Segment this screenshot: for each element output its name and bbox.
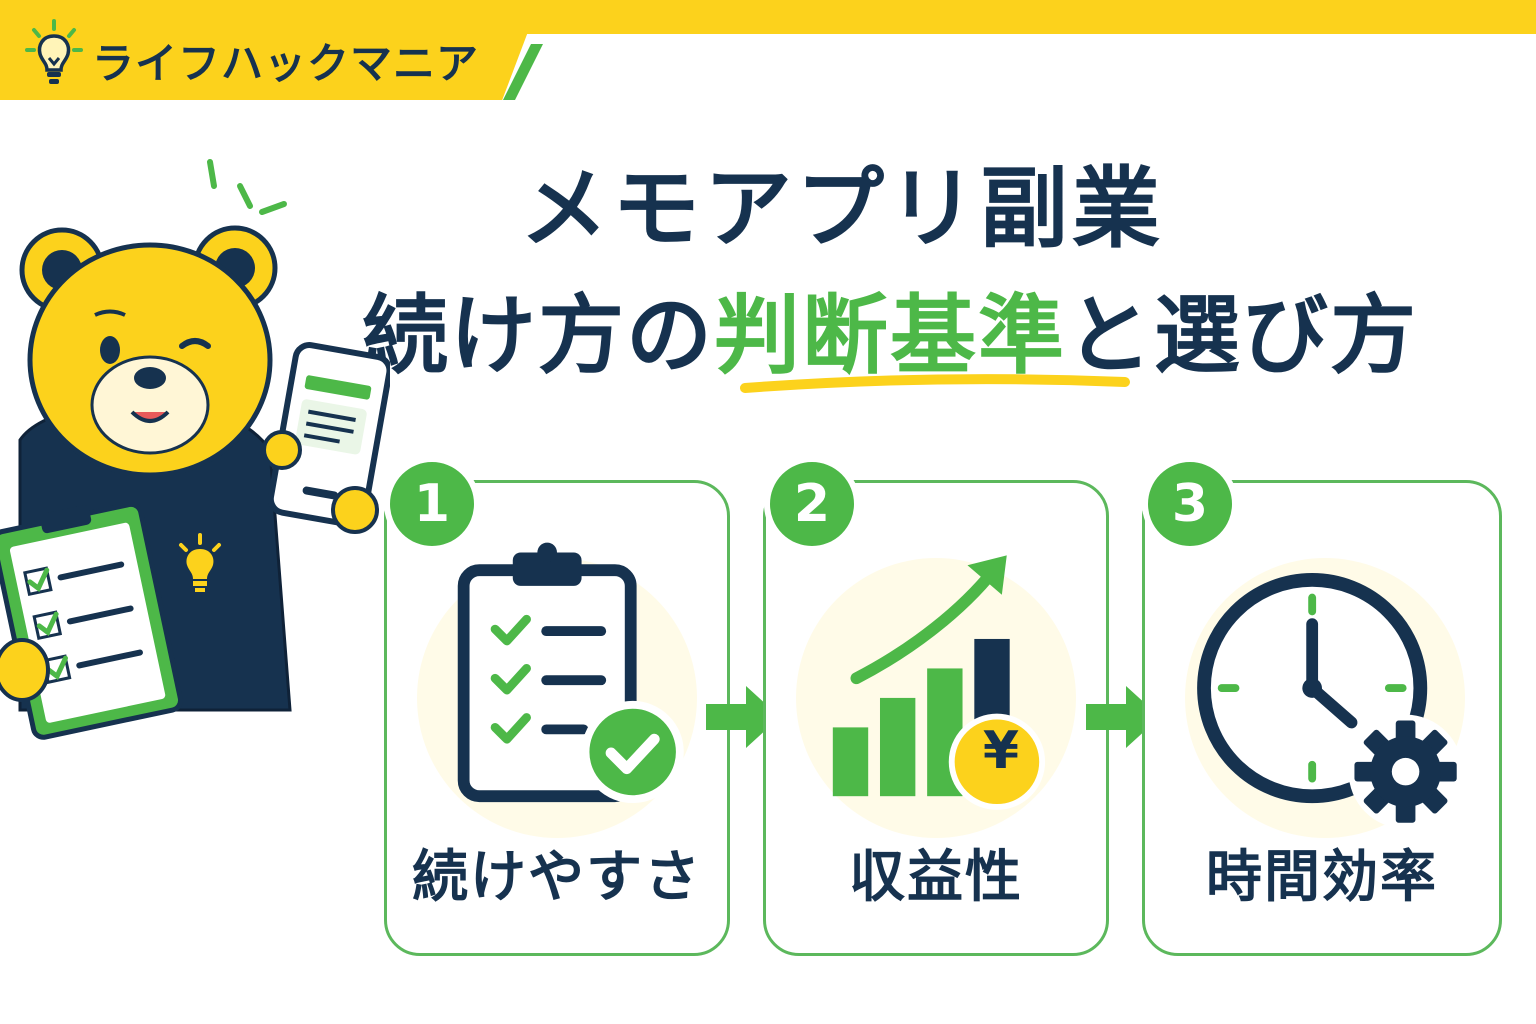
title-text-before: 続け方の xyxy=(362,286,714,386)
smartphone xyxy=(267,342,390,528)
step-badge-3: 3 xyxy=(1142,456,1238,552)
brand-name: ライフハックマニア xyxy=(92,39,480,88)
title-highlight: 判断基準 xyxy=(714,286,1066,386)
step-badge-2: 2 xyxy=(764,456,860,552)
clock-gear-icon xyxy=(1197,573,1463,829)
bear-mascot-illustration xyxy=(0,159,390,740)
clipboard-checklist-icon xyxy=(457,542,684,804)
step-badge-1: 1 xyxy=(384,456,480,552)
yen-symbol: ¥ xyxy=(982,721,1020,781)
criteria-card-2: ¥ 収益性 xyxy=(763,480,1109,956)
page-title-line2: 続け方の判断基準と選び方 xyxy=(362,265,1418,390)
hoodie-lightbulb-emblem xyxy=(179,533,221,592)
lightbulb-icon xyxy=(25,19,83,84)
title-highlight-underline xyxy=(740,374,1130,393)
criteria-label-1: 続けやすさ xyxy=(412,845,702,910)
page-title-line1: メモアプリ副業 xyxy=(520,157,1165,260)
gear-icon xyxy=(1348,714,1463,829)
flow-arrow-icon xyxy=(706,686,780,748)
criteria-card-1: 続けやすさ xyxy=(384,480,730,956)
title-text-after: と選び方 xyxy=(1066,286,1418,386)
brand-tab xyxy=(0,0,540,100)
sparkle-lines xyxy=(207,159,287,215)
flow-arrow-icon xyxy=(1086,686,1160,748)
criteria-label-3: 時間効率 xyxy=(1206,845,1438,910)
criteria-card-3: 時間効率 xyxy=(1142,480,1502,956)
growth-chart-yen-icon xyxy=(832,555,1046,810)
criteria-label-2: 収益性 xyxy=(849,845,1023,910)
